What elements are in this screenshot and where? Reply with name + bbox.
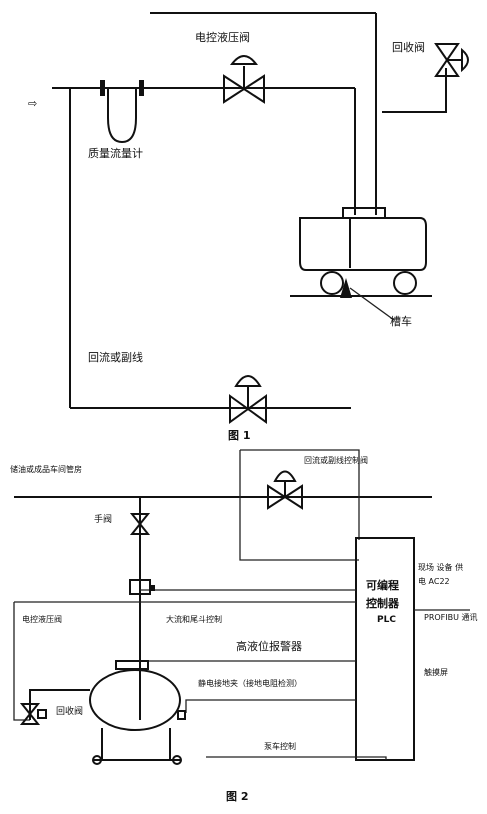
plc-label-line3: PLC: [377, 615, 396, 625]
fig2-pump-control-label: 泵车控制: [264, 742, 296, 751]
figure1-piping: [52, 12, 447, 409]
plc-label-line2: 控制器: [366, 597, 399, 610]
fig1-caption: 图 1: [228, 429, 251, 442]
touch-screen-label: 触摸屏: [424, 668, 448, 677]
bypass-valve-fig1: [229, 375, 267, 424]
fig2-electro-hydraulic-valve-label: 电控液压阀: [22, 615, 62, 624]
fig1-mass-flowmeter-label: 质量流量计: [88, 147, 143, 160]
bypass-valve-fig2: [267, 470, 303, 510]
inlet-arrow: ⇨: [28, 97, 38, 110]
fig1-recovery-valve-label: 回收阀: [392, 41, 425, 54]
mass-flowmeter-symbol: [100, 80, 144, 144]
fig2-pipeline-label: 储油或成品车间管房: [10, 465, 82, 474]
fig2-manual-valve-label: 手阀: [94, 515, 113, 525]
tanker-car-symbol: [290, 217, 432, 321]
fig1-return-bypass-label: 回流或副线: [88, 351, 143, 364]
fig1-electro-hydraulic-valve-label: 电控液压阀: [195, 31, 250, 44]
plc-label-line1: 可编程: [366, 579, 399, 592]
fig2-recovery-valve-label: 回收阀: [56, 707, 84, 717]
tanker-fig2: [89, 660, 186, 765]
recovery-valve-fig1: [434, 43, 469, 77]
recovery-valve-fig2: [19, 689, 90, 725]
fig2-flow-control-label: 大流和尾斗控制: [166, 615, 222, 624]
fig1-tanker-car-label: 槽车: [390, 315, 412, 328]
field-device-line1: 现场 设备 供: [418, 563, 464, 572]
fig2-caption: 图 2: [226, 790, 249, 803]
fig2-static-clamp-label: 静电接地夹（接地电阻检测）: [198, 679, 302, 688]
profibus-label: PROFIBU 通讯: [424, 613, 478, 622]
fig2-bypass-valve-label: 回流或副线控制阀: [304, 456, 368, 465]
field-device-line2: 电 AC22: [418, 577, 450, 586]
manual-valve-symbol: [129, 513, 151, 535]
fig2-high-level-alarm-label: 高液位报警器: [236, 640, 302, 653]
electro-hydraulic-valve-fig2: [129, 579, 155, 595]
electro-hydraulic-valve-fig1: [223, 55, 265, 104]
